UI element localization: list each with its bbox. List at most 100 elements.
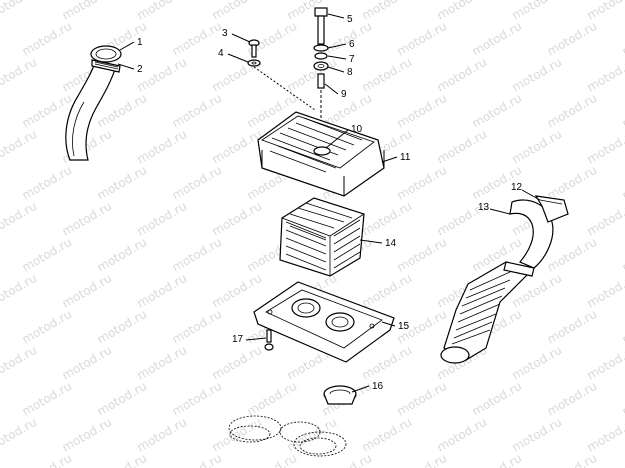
watermark-text: motod.ru	[170, 235, 225, 275]
intake-elbow-tube	[65, 45, 122, 161]
watermark-text: motod.ru	[510, 415, 565, 455]
corrugated-intake-hose	[440, 195, 569, 364]
leader-line-6	[327, 43, 347, 49]
callout-label-14: 14	[385, 238, 397, 249]
callout-label-15: 15	[398, 321, 410, 332]
callout-label-13: 13	[478, 202, 490, 213]
watermark-text: motod.ru	[0, 199, 39, 239]
watermark-text: motod.ru	[170, 307, 225, 347]
leader-line-16	[351, 385, 370, 393]
watermark-text: motod.ru	[620, 19, 625, 59]
watermark-text: motod.ru	[135, 271, 190, 311]
watermark-text: motod.ru	[435, 415, 490, 455]
watermark-text: motod.ru	[0, 343, 39, 383]
leader-line-13	[489, 208, 511, 215]
watermark-text: motod.ru	[620, 235, 625, 275]
watermark-text: motod.ru	[170, 91, 225, 131]
watermark-text: motod.ru	[60, 343, 115, 383]
callout-label-17: 17	[232, 334, 244, 345]
watermark-text: motod.ru	[545, 91, 600, 131]
leader-line-7	[327, 55, 347, 60]
watermark-text: motod.ru	[0, 0, 39, 23]
watermark-text: motod.ru	[170, 379, 225, 419]
watermark-text: motod.ru	[20, 307, 75, 347]
callout-label-16: 16	[372, 381, 384, 392]
watermark-text: motod.ru	[20, 163, 75, 203]
callout-label-12: 12	[511, 182, 523, 193]
watermark-text: motod.ru	[360, 0, 415, 23]
watermark-text: motod.ru	[510, 55, 565, 95]
leader-line-9	[324, 83, 339, 95]
callout-label-9: 9	[341, 89, 347, 100]
watermark-text: motod.ru	[135, 127, 190, 167]
watermark-text: motod.ru	[135, 343, 190, 383]
watermark-text: motod.ru	[0, 55, 39, 95]
watermark-text: motod.ru	[510, 127, 565, 167]
leader-line-17	[245, 337, 267, 341]
watermark-text: motod.ru	[395, 91, 450, 131]
watermark-text: motod.ru	[95, 379, 150, 419]
leader-line-8	[327, 66, 345, 73]
leader-line-15	[381, 321, 396, 327]
watermark-text: motod.ru	[285, 415, 340, 455]
watermark-text: motod.ru	[545, 19, 600, 59]
watermark-text: motod.ru	[620, 91, 625, 131]
callout-label-5: 5	[347, 14, 353, 25]
watermark-text: motod.ru	[360, 271, 415, 311]
callout-label-3: 3	[222, 28, 228, 39]
watermark-text: motod.ru	[470, 451, 525, 468]
watermark-text: motod.ru	[20, 91, 75, 131]
watermark-text: motod.ru	[470, 379, 525, 419]
watermark-text: motod.ru	[210, 127, 265, 167]
watermark-text: motod.ru	[585, 271, 625, 311]
watermark-text: motod.ru	[135, 415, 190, 455]
watermark-text: motod.ru	[20, 379, 75, 419]
watermark-text: motod.ru	[545, 235, 600, 275]
watermark-text: motod.ru	[545, 451, 600, 468]
small-screw	[264, 329, 274, 351]
air-filter-element	[279, 197, 365, 277]
watermark-text: motod.ru	[135, 199, 190, 239]
watermark-text: motod.ru	[395, 379, 450, 419]
watermark-text: motod.ru	[545, 163, 600, 203]
callout-label-1: 1	[137, 37, 143, 48]
watermark-text: motod.ru	[620, 451, 625, 468]
foam-pieces	[228, 415, 347, 457]
watermark-text: motod.ru	[210, 0, 265, 23]
watermark-text: motod.ru	[20, 235, 75, 275]
watermark-text: motod.ru	[95, 235, 150, 275]
watermark-text: motod.ru	[95, 163, 150, 203]
watermark-text: motod.ru	[620, 379, 625, 419]
watermark-text: motod.ru	[585, 55, 625, 95]
watermark-text: motod.ru	[510, 343, 565, 383]
leader-line-4	[227, 53, 249, 63]
watermark-text: motod.ru	[545, 379, 600, 419]
watermark-text: motod.ru	[545, 307, 600, 347]
watermark-text: motod.ru	[20, 451, 75, 468]
watermark-text: motod.ru	[60, 271, 115, 311]
watermark-text: motod.ru	[0, 271, 39, 311]
watermark-text: motod.ru	[620, 307, 625, 347]
watermark-text: motod.ru	[95, 307, 150, 347]
watermark-text: motod.ru	[170, 19, 225, 59]
watermark-text: motod.ru	[60, 199, 115, 239]
leader-line-14	[359, 239, 383, 244]
air-box-base	[253, 281, 395, 363]
callout-label-2: 2	[137, 64, 143, 75]
watermark-text: motod.ru	[320, 451, 375, 468]
watermark-text: motod.ru	[395, 19, 450, 59]
watermark-text: motod.ru	[20, 19, 75, 59]
watermark-text: motod.ru	[60, 0, 115, 23]
watermark-text: motod.ru	[585, 199, 625, 239]
callout-label-6: 6	[349, 39, 355, 50]
watermark-text: motod.ru	[245, 379, 300, 419]
watermark-text: motod.ru	[210, 271, 265, 311]
watermark-text: motod.ru	[360, 415, 415, 455]
air-box-cover	[257, 111, 385, 197]
leader-line-11	[381, 156, 398, 163]
callout-label-4: 4	[218, 48, 224, 59]
watermark-text: motod.ru	[95, 451, 150, 468]
watermark-text: motod.ru	[170, 163, 225, 203]
callout-label-10: 10	[351, 124, 363, 135]
